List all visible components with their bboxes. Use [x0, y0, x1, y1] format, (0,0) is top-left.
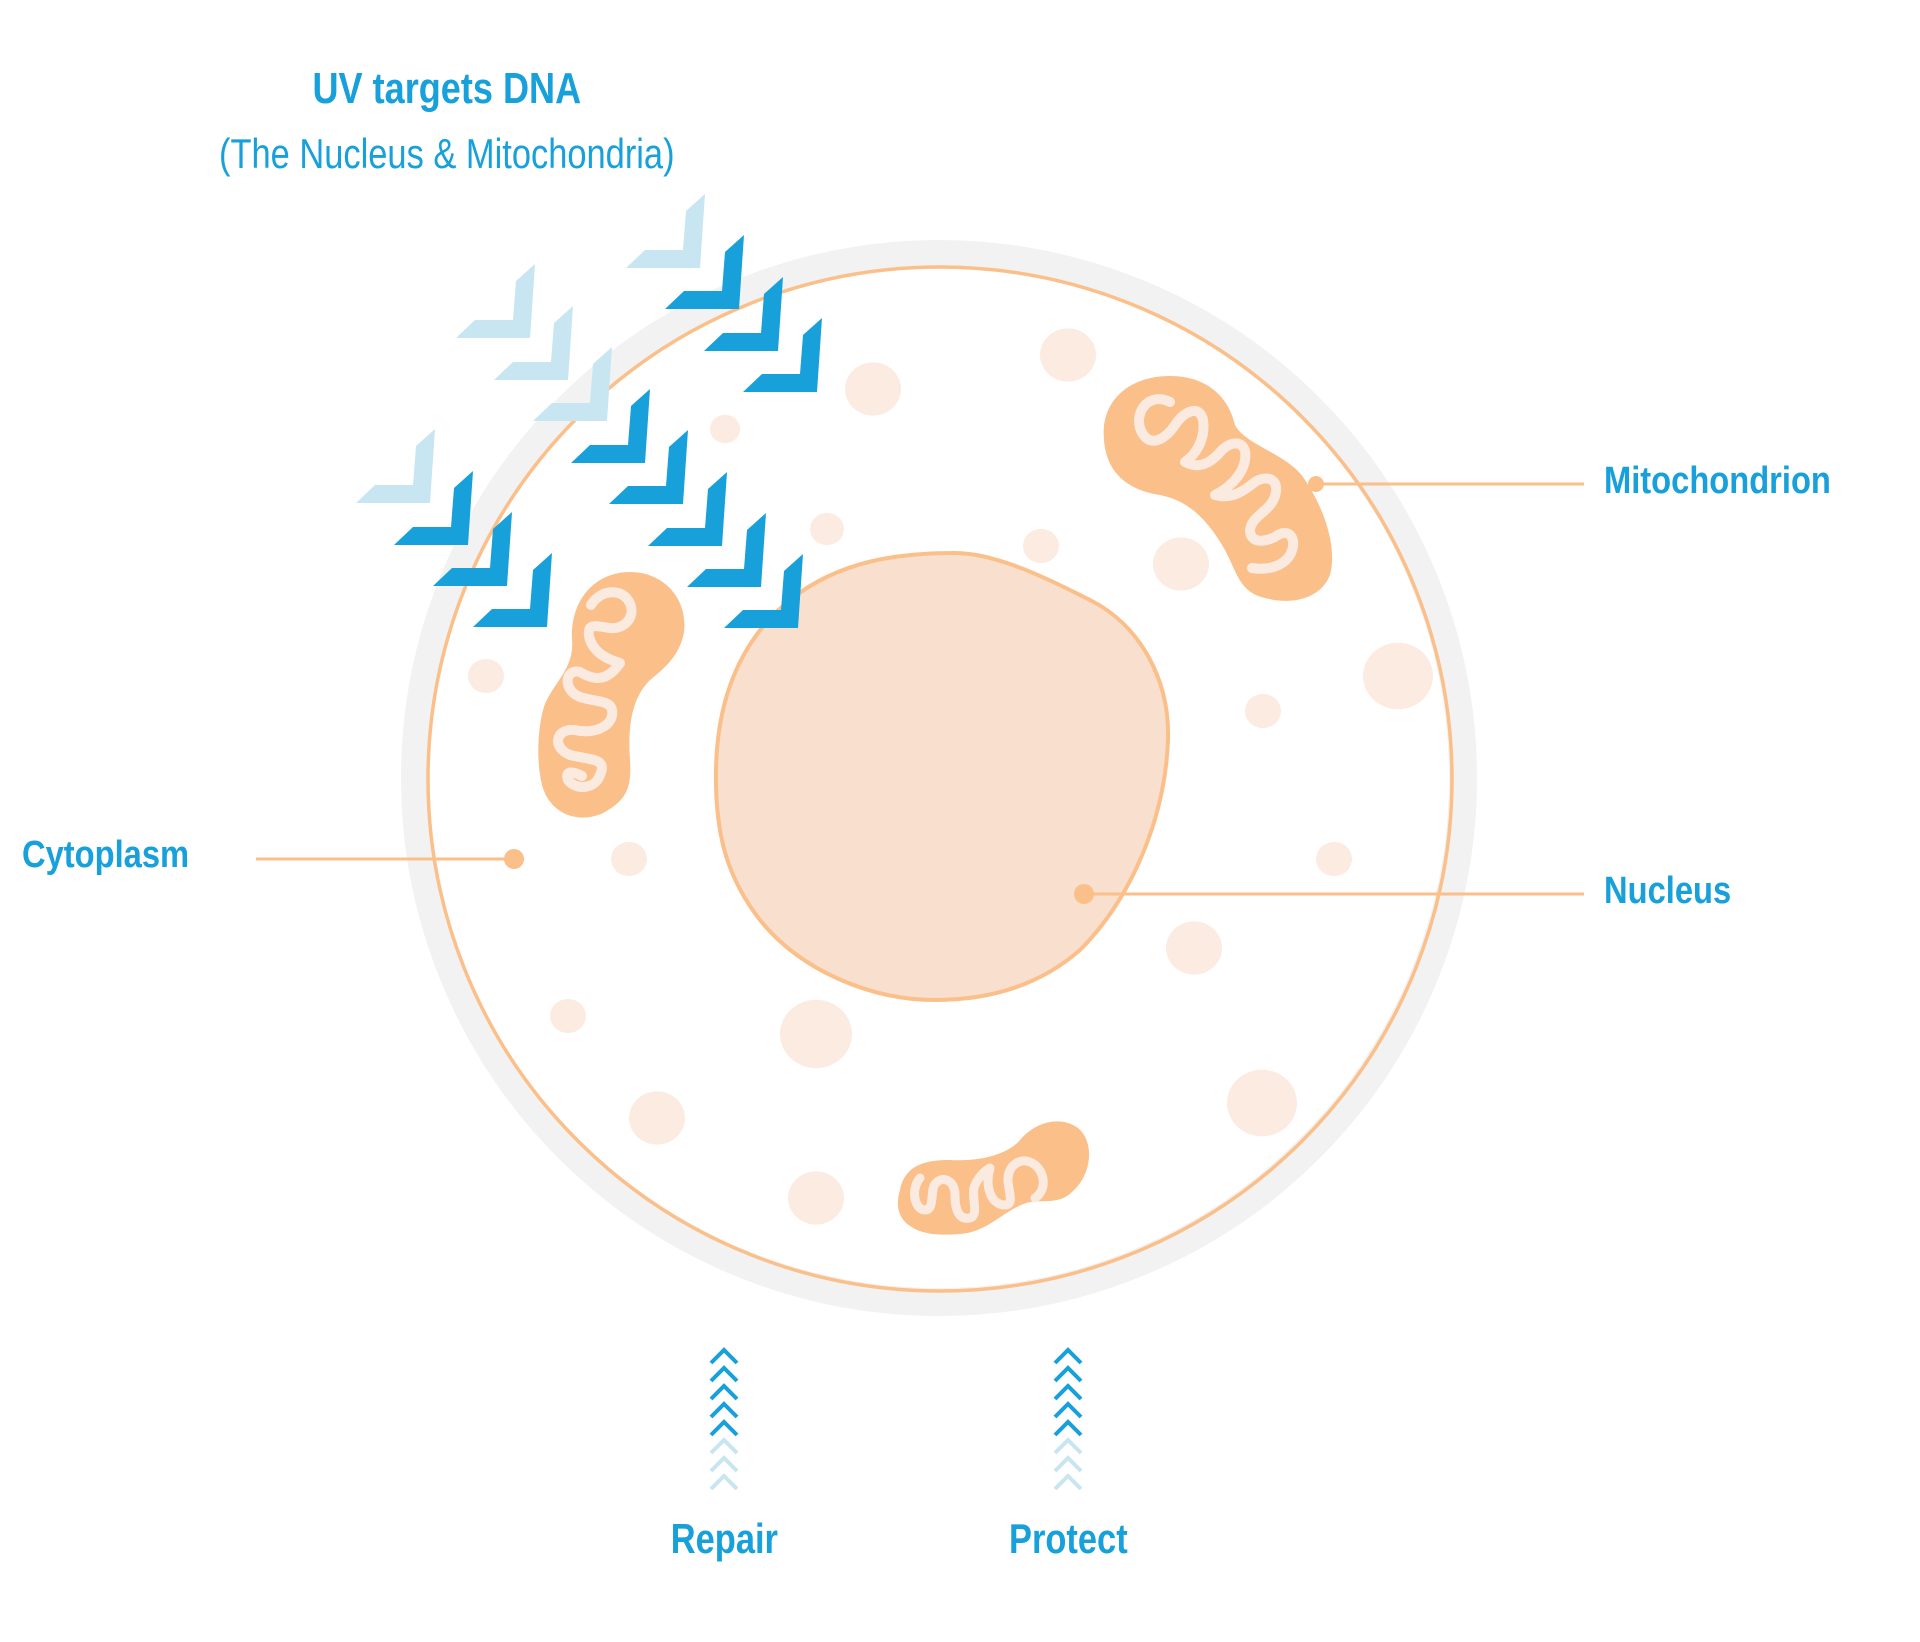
label-cytoplasm-text: Cytoplasm: [22, 834, 190, 876]
vesicle: [1166, 921, 1222, 975]
vesicle: [845, 362, 901, 416]
vesicle: [1023, 528, 1059, 564]
repair-chevron-up-icon: [709, 1437, 739, 1455]
vesicle: [1245, 693, 1281, 729]
uv-ray-light-icon: [626, 194, 705, 268]
vesicle: [1363, 642, 1433, 710]
repair-chevron-up-icon: [709, 1455, 739, 1473]
uv-ray-icon: [609, 430, 688, 504]
label-nucleus-text: Nucleus: [1604, 870, 1732, 912]
uv-ray-icon: [433, 512, 512, 586]
repair-chevron-up-icon: [709, 1419, 739, 1437]
mitochondrion-top-right: [1103, 376, 1333, 601]
vesicle: [788, 1171, 844, 1225]
uv-ray-light-icon: [456, 264, 535, 338]
uv-ray-icon: [687, 513, 766, 587]
protect-chevron-up-icon: [1053, 1383, 1083, 1401]
uv-ray-light-icon: [356, 429, 435, 503]
vesicle: [629, 1091, 685, 1145]
uv-ray-icon: [473, 553, 552, 627]
vesicle: [1153, 537, 1209, 591]
protect-chevron-up-icon: [1053, 1365, 1083, 1383]
repair-chevron-up-icon: [709, 1401, 739, 1419]
title-text: UV targets DNA: [312, 64, 582, 113]
vesicle: [611, 841, 647, 877]
protect-chevrons: [1053, 1347, 1083, 1491]
cell-membrane: [426, 265, 1454, 1293]
mitochondrion-bottom: [897, 1121, 1090, 1235]
repair-chevron-up-icon: [709, 1347, 739, 1365]
repair-chevron-up-icon: [709, 1383, 739, 1401]
vesicle: [810, 512, 844, 546]
label-mitochondrion-text: Mitochondrion: [1604, 460, 1831, 502]
vesicle: [780, 999, 852, 1069]
subtitle-text: (The Nucleus & Mitochondria): [219, 130, 675, 177]
label-mitochondrion: Mitochondrion: [1604, 460, 1868, 503]
label-nucleus: Nucleus: [1604, 870, 1752, 913]
label-protect: Protect: [988, 1515, 1148, 1563]
vesicle: [468, 658, 504, 694]
protect-chevron-up-icon: [1053, 1437, 1083, 1455]
label-protect-text: Protect: [1008, 1515, 1128, 1562]
leader-line-nucleus: [1074, 884, 1584, 904]
vesicle: [710, 414, 740, 444]
subtitle: (The Nucleus & Mitochondria): [0, 130, 894, 178]
protect-chevron-up-icon: [1053, 1401, 1083, 1419]
uv-ray-icon: [665, 235, 744, 309]
leader-line-mitochondrion: [1308, 476, 1584, 492]
uv-rays: [356, 194, 822, 628]
uv-ray-icon: [743, 318, 822, 392]
protect-chevron-up-icon: [1053, 1473, 1083, 1491]
vesicle: [550, 998, 586, 1034]
uv-ray-icon: [571, 389, 650, 463]
uv-ray-light-icon: [494, 306, 573, 380]
uv-ray-icon: [704, 277, 783, 351]
cytoplasm-vesicles: [468, 328, 1433, 1225]
label-cytoplasm: Cytoplasm: [22, 834, 216, 877]
uv-ray-icon: [724, 554, 803, 628]
repair-chevrons: [709, 1347, 739, 1491]
vesicle: [1227, 1069, 1297, 1137]
mitochondrion-left: [538, 572, 685, 818]
leader-line-cytoplasm: [256, 849, 524, 869]
vesicle: [1040, 328, 1096, 382]
protect-chevron-up-icon: [1053, 1455, 1083, 1473]
protect-chevron-up-icon: [1053, 1347, 1083, 1365]
nucleus: [713, 550, 1171, 1003]
protect-chevron-up-icon: [1053, 1419, 1083, 1437]
repair-chevron-up-icon: [709, 1473, 739, 1491]
vesicle: [1316, 841, 1352, 877]
label-repair-text: Repair: [670, 1515, 778, 1562]
repair-chevron-up-icon: [709, 1365, 739, 1383]
uv-ray-icon: [648, 472, 727, 546]
label-repair: Repair: [644, 1515, 804, 1563]
cell-membrane-outer: [401, 240, 1477, 1316]
title: UV targets DNA: [0, 64, 894, 114]
uv-ray-icon: [394, 471, 473, 545]
uv-ray-light-icon: [533, 347, 612, 421]
